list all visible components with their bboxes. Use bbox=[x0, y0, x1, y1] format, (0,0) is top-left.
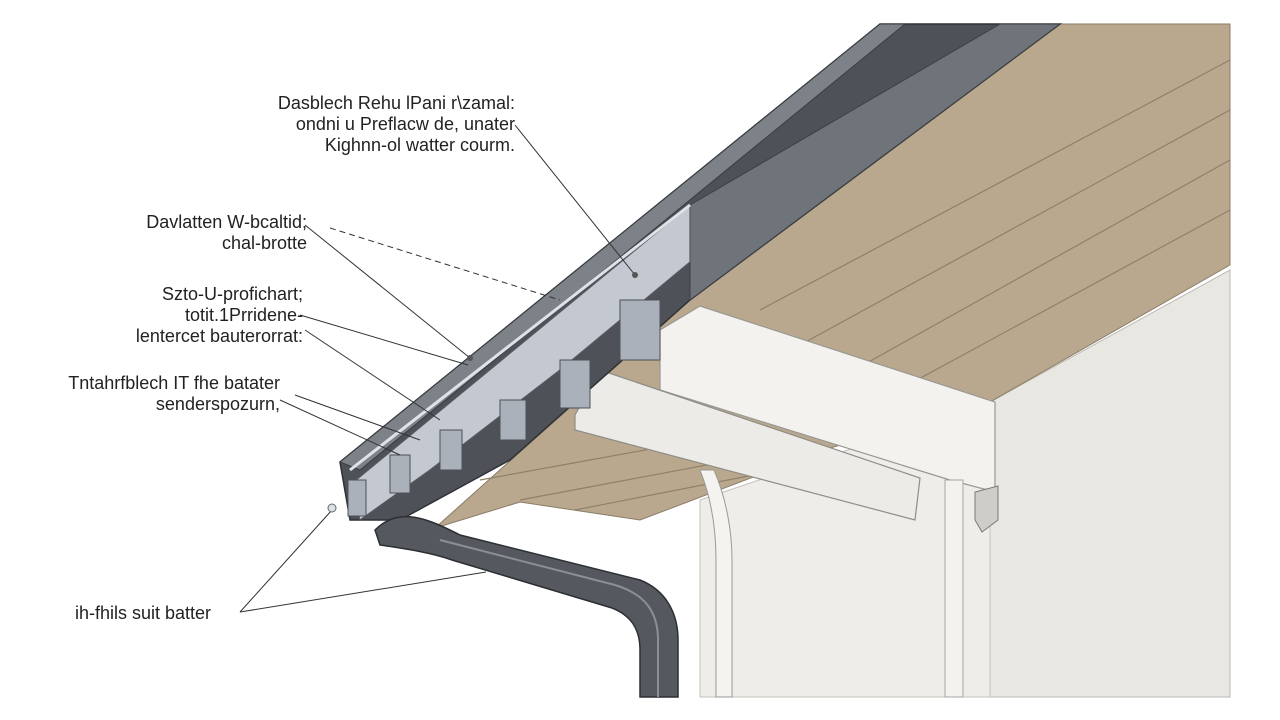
leader-gutter-a bbox=[239, 509, 333, 613]
leader-lines bbox=[239, 124, 636, 613]
leader-inner-b bbox=[294, 394, 421, 441]
beam-end-plate bbox=[974, 485, 999, 533]
leader-batten bbox=[304, 224, 471, 359]
leader-inner-a bbox=[279, 399, 401, 456]
callout-line: Szto-U-profichart; bbox=[161, 284, 303, 304]
flashing-edge-line bbox=[349, 203, 691, 472]
callout-line: totit.1Prridene- bbox=[184, 305, 303, 325]
leader-gutter-b bbox=[239, 571, 487, 613]
callout-line: Davlatten W-bcaltid; bbox=[146, 212, 307, 232]
callout-line: lentercet bauterorrat: bbox=[135, 326, 303, 346]
callout-line: ondni u Preflacw de, unater bbox=[295, 114, 515, 134]
leader-u-profile-a bbox=[299, 314, 469, 366]
soffit-board-seams bbox=[479, 59, 1231, 511]
callout-line: Kighnn-ol watter courm. bbox=[324, 135, 515, 155]
leader-drip-edge bbox=[514, 124, 636, 276]
leader-batten-dashed bbox=[329, 227, 561, 301]
callout-line: Dasblech Rehu lPani r\zamal: bbox=[277, 93, 515, 113]
callout-inner-flashing: Tntahrfblech IT fhe batater senderspozur… bbox=[68, 373, 280, 415]
callout-line: senderspozurn, bbox=[155, 394, 280, 414]
callout-u-profile: Szto-U-profichart; totit.1Prridene- lent… bbox=[136, 284, 303, 347]
callout-line: chal-brotte bbox=[221, 233, 307, 253]
gutter bbox=[374, 515, 679, 698]
callout-line: ih-fhils suit batter bbox=[75, 603, 212, 623]
flashing-brackets bbox=[347, 299, 661, 517]
leader-u-profile-b bbox=[304, 329, 441, 421]
callout-line: Tntahrfblech IT fhe batater bbox=[68, 373, 280, 393]
post bbox=[699, 469, 733, 698]
gutter-inner bbox=[439, 539, 659, 697]
leader-dots bbox=[327, 272, 638, 513]
wall-corner-post bbox=[944, 479, 964, 698]
roof-edge-face bbox=[689, 23, 1062, 301]
callout-batten-bracket: Davlatten W-bcaltid; chal-brotte bbox=[146, 212, 307, 254]
callout-gutter: ih-fhils suit batter bbox=[75, 603, 211, 624]
callout-drip-edge-flashing: Dasblech Rehu lPani r\zamal: ondni u Pre… bbox=[278, 93, 515, 156]
